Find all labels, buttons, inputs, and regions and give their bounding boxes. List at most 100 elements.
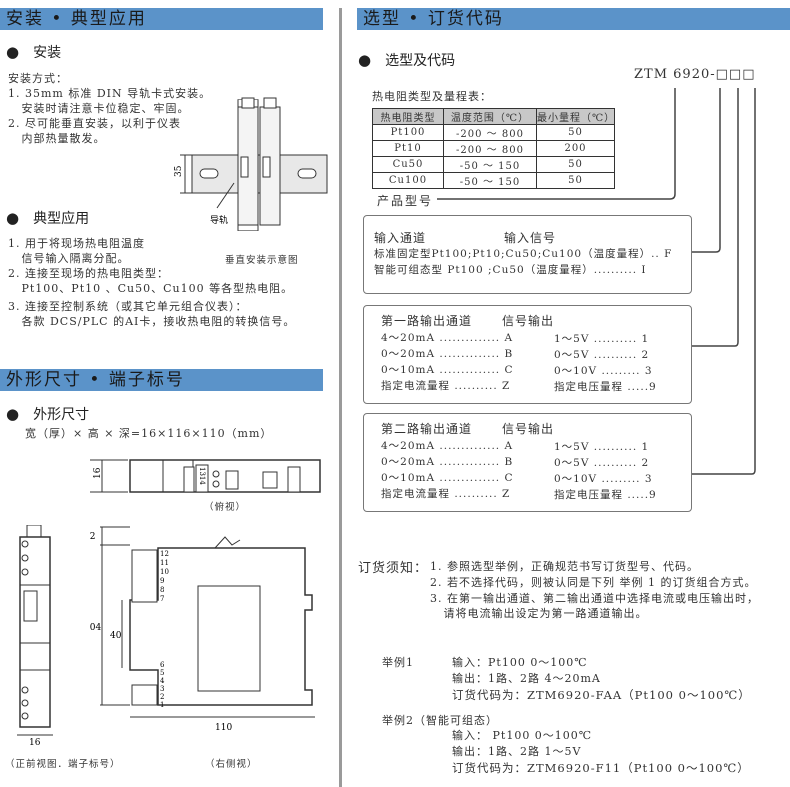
- output2-box: 第二路输出通道 信号输出 4～20mA .............. A 0～2…: [363, 413, 692, 512]
- table-cell: -200 ～ 800: [443, 124, 537, 141]
- table-cell: 200: [536, 140, 615, 157]
- side-height-label: 104: [90, 623, 101, 633]
- terminal-number: 4: [160, 677, 165, 685]
- example2-title: 举例2（智能可组态）: [382, 714, 498, 727]
- top-view-caption: （俯视）: [204, 502, 247, 513]
- install-line: 安装时请注意卡位稳定、牢固。: [8, 102, 190, 115]
- application-line: Pt100、Pt10 、Cu50、Cu100 等各型热电阻。: [8, 282, 294, 295]
- side-view-caption: （右侧视）: [205, 759, 258, 770]
- terminal-number: 1: [160, 701, 164, 709]
- output1-current-option: 4～20mA .............. A: [381, 332, 514, 344]
- output2-current-option: 0～20mA .............. B: [381, 456, 514, 468]
- section-header-install: 安装 • 典型应用: [0, 8, 323, 30]
- front-width-label: 16: [29, 738, 41, 748]
- terminal-number: 6: [160, 661, 165, 669]
- bullet-icon: ●: [6, 209, 20, 227]
- order-notice-title: 订货须知：: [358, 561, 429, 576]
- side-view-diagram: 12 104 40 110 12 11 10 9 8 7 6 5 4 3 2 1: [90, 526, 315, 733]
- input-signal-heading: 输入信号: [504, 231, 557, 245]
- rail-height-label: 35: [174, 165, 184, 177]
- order-notice-line: 3. 在第一输出通道、第二输出通道中选择电流或电压输出时，: [430, 592, 759, 605]
- input-option: 智能可组态型 Pt100 ;Cu50（温度量程）.......... I: [374, 264, 647, 276]
- example1-title: 举例1: [382, 656, 414, 669]
- output1-heading: 第一路输出通道: [381, 314, 473, 328]
- output1-voltage-option: 指定电压量程 .....9: [554, 381, 657, 393]
- output2-signal-heading: 信号输出: [502, 422, 555, 436]
- top-view-diagram: 16 1314: [90, 459, 321, 493]
- output1-current-option: 0～10mA .............. C: [381, 364, 514, 376]
- terminal-number: 8: [160, 586, 164, 594]
- side-gap-label: 40: [110, 631, 122, 641]
- terminal-number: 7: [160, 595, 164, 603]
- table-cell: Cu100: [372, 172, 444, 189]
- bullet-icon: ●: [358, 51, 372, 69]
- output2-current-option: 4～20mA .............. A: [381, 440, 514, 452]
- table-cell: -200 ～ 800: [443, 140, 537, 157]
- output2-voltage-option: 0～10V ......... 3: [554, 473, 653, 485]
- bullet-icon: ●: [6, 43, 20, 61]
- input-channel-box: 输入通道 输入信号 标准固定型Pt100;Pt10;Cu50;Cu100（温度量…: [363, 215, 692, 294]
- front-view-caption: （正前视图．端子标号）: [5, 759, 121, 770]
- section-header-ordering: 选型 • 订货代码: [357, 8, 790, 30]
- terminal-number: 5: [160, 669, 164, 677]
- install-intro: 安装方式：: [8, 72, 68, 85]
- side-top-label: 12: [90, 532, 95, 542]
- terminal-number: 2: [160, 693, 164, 701]
- table-cell: Pt100: [372, 124, 444, 141]
- terminal-number: 12: [160, 550, 169, 558]
- output2-voltage-option: 指定电压量程 .....9: [554, 489, 657, 501]
- table-cell: -50 ～ 150: [443, 156, 537, 173]
- example2-input: 输入： Pt100 0～100℃: [452, 729, 593, 742]
- table-cell: 50: [536, 172, 615, 189]
- table-cell: Cu50: [372, 156, 444, 173]
- table-title: 热电阻类型及量程表：: [372, 90, 492, 103]
- output1-signal-heading: 信号输出: [502, 314, 555, 328]
- product-model-label: 产品型号: [377, 194, 434, 208]
- table-cell: 50: [536, 156, 615, 173]
- dimensions-spec: 宽（厚）× 高 × 深=16×116×110（mm）: [25, 427, 273, 440]
- application-line: 各款 DCS/PLC 的AI卡，接收热电阻的转换信号。: [8, 315, 296, 328]
- order-notice-line: 2. 若不选择代码，则被认同是下列 举例 1 的订货组合方式。: [430, 576, 757, 589]
- output2-heading: 第二路输出通道: [381, 422, 473, 436]
- example1-code: 订货代码为：ZTM6920-FAA（Pt100 0～100℃）: [452, 688, 751, 702]
- output1-voltage-option: 0～10V ......... 3: [554, 365, 653, 377]
- output1-voltage-option: 1～5V .......... 1: [554, 333, 650, 345]
- output1-voltage-option: 0～5V .......... 2: [554, 349, 650, 361]
- example2-code: 订货代码为：ZTM6920-F11（Pt100 0～100℃）: [452, 761, 750, 775]
- install-title: 安装: [33, 45, 62, 61]
- output2-current-option: 指定电流量程 .......... Z: [381, 488, 511, 500]
- install-caption: 垂直安装示意图: [225, 255, 299, 266]
- column-divider: [339, 8, 342, 787]
- application-title: 典型应用: [33, 211, 90, 227]
- input-channel-heading: 输入通道: [374, 231, 427, 245]
- din-rail-diagram: 35 导轨: [174, 97, 328, 231]
- terminal-number: 3: [160, 685, 164, 693]
- terminal-number: 11: [160, 559, 169, 567]
- output1-current-option: 0～20mA .............. B: [381, 348, 514, 360]
- install-line: 1. 35mm 标准 DIN 导轨卡式安装。: [8, 87, 212, 100]
- output2-current-option: 0～10mA .............. C: [381, 472, 514, 484]
- install-line: 2. 尽可能垂直安装，以利于仪表: [8, 117, 181, 130]
- table-cell: 50: [536, 124, 615, 141]
- application-line: 1. 用于将现场热电阻温度: [8, 237, 145, 250]
- table-header: 温度范围（℃）: [443, 108, 537, 125]
- front-view-diagram: 16: [17, 525, 53, 748]
- selection-heading: ● 选型及代码: [358, 50, 455, 70]
- selection-title: 选型及代码: [385, 53, 456, 69]
- output1-current-option: 指定电流量程 .......... Z: [381, 380, 511, 392]
- dimensions-heading: ●外形尺寸: [6, 404, 89, 424]
- top-dim-label: 16: [93, 467, 103, 479]
- rail-label: 导轨: [210, 214, 228, 226]
- section-header-dimensions: 外形尺寸 • 端子标号: [0, 369, 323, 391]
- model-code: ZTM 6920-□□□: [634, 67, 756, 82]
- application-heading: ● 典型应用: [6, 208, 89, 228]
- application-line: 2. 连接至现场的热电阻类型：: [8, 267, 169, 280]
- terminal-number: 9: [160, 577, 164, 585]
- output1-box: 第一路输出通道 信号输出 4～20mA .............. A 0～2…: [363, 305, 692, 404]
- application-line: 3. 连接至控制系统（或其它单元组合仪表）：: [8, 300, 248, 313]
- order-notice-line: 请将电流输出设定为第一路通道输出。: [430, 607, 648, 620]
